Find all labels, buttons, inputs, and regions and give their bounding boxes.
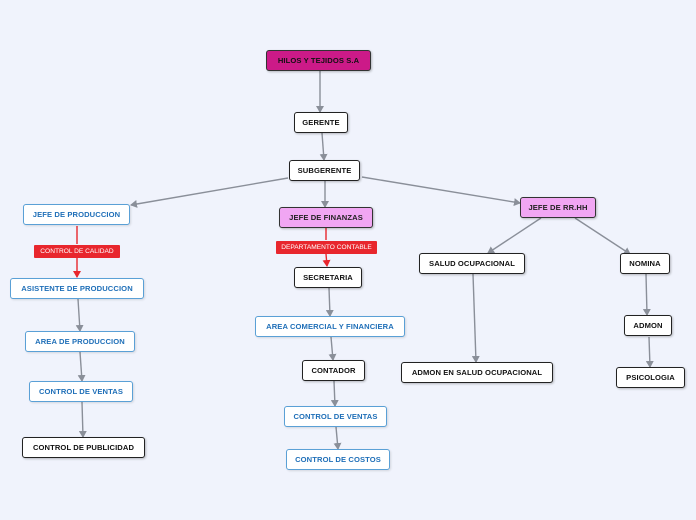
node-control-de-ventas-2[interactable]: CONTROL DE VENTAS xyxy=(284,406,387,427)
node-area-de-produccion[interactable]: AREA DE PRODUCCION xyxy=(25,331,135,352)
node-subgerente[interactable]: SUBGERENTE xyxy=(289,160,360,181)
edge-subgerente-jefe-rrhh xyxy=(361,176,521,206)
node-contador[interactable]: CONTADOR xyxy=(302,360,365,381)
edge-area-produccion-control-ventas xyxy=(77,351,86,382)
node-asistente-de-produccion[interactable]: ASISTENTE DE PRODUCCION xyxy=(10,278,144,299)
edge-area-comercial-contador xyxy=(328,336,337,361)
edge-control-ventas-costos xyxy=(333,426,342,450)
node-jefe-de-rrhh[interactable]: JEFE DE RR.HH xyxy=(520,197,596,218)
edge-contador-control-ventas xyxy=(330,380,339,407)
node-area-comercial-y-financiera[interactable]: AREA COMERCIAL Y FINANCIERA xyxy=(255,316,405,337)
node-nomina[interactable]: NOMINA xyxy=(620,253,670,274)
edge-jefe-rrhh-nomina xyxy=(574,217,631,255)
edge-depto-contable-secretaria xyxy=(322,253,331,267)
node-jefe-de-produccion[interactable]: JEFE DE PRODUCCION xyxy=(23,204,130,225)
edge-asistente-area-produccion xyxy=(75,298,84,332)
edge-jefe-rrhh-salud xyxy=(487,217,542,254)
edge-admon-psicologia xyxy=(645,336,654,368)
label-control-de-calidad[interactable]: CONTROL DE CALIDAD xyxy=(34,245,120,258)
node-psicologia[interactable]: PSICOLOGIA xyxy=(616,367,685,388)
node-jefe-de-finanzas[interactable]: JEFE DE FINANZAS xyxy=(279,207,373,228)
edge-gerente-subgerente xyxy=(319,132,328,161)
node-admon[interactable]: ADMON xyxy=(624,315,672,336)
edge-salud-admon-salud xyxy=(471,273,480,363)
edge-control-ventas-publicidad xyxy=(78,401,87,438)
node-control-de-publicidad[interactable]: CONTROL DE PUBLICIDAD xyxy=(22,437,145,458)
edge-secretaria-area-comercial xyxy=(325,287,334,317)
node-admon-en-salud-ocupacional[interactable]: ADMON EN SALUD OCUPACIONAL xyxy=(401,362,553,383)
edge-nomina-admon xyxy=(642,273,651,316)
node-hilos-y-tejidos[interactable]: HILOS Y TEJIDOS S.A xyxy=(266,50,371,71)
node-control-de-ventas-1[interactable]: CONTROL DE VENTAS xyxy=(29,381,133,402)
node-salud-ocupacional[interactable]: SALUD OCUPACIONAL xyxy=(419,253,525,274)
node-secretaria[interactable]: SECRETARIA xyxy=(294,267,362,288)
label-departamento-contable[interactable]: DEPARTAMENTO CONTABLE xyxy=(276,241,377,254)
node-control-de-costos[interactable]: CONTROL DE COSTOS xyxy=(286,449,390,470)
node-gerente[interactable]: GERENTE xyxy=(294,112,348,133)
edge-subgerente-jefe-produccion xyxy=(130,177,289,208)
